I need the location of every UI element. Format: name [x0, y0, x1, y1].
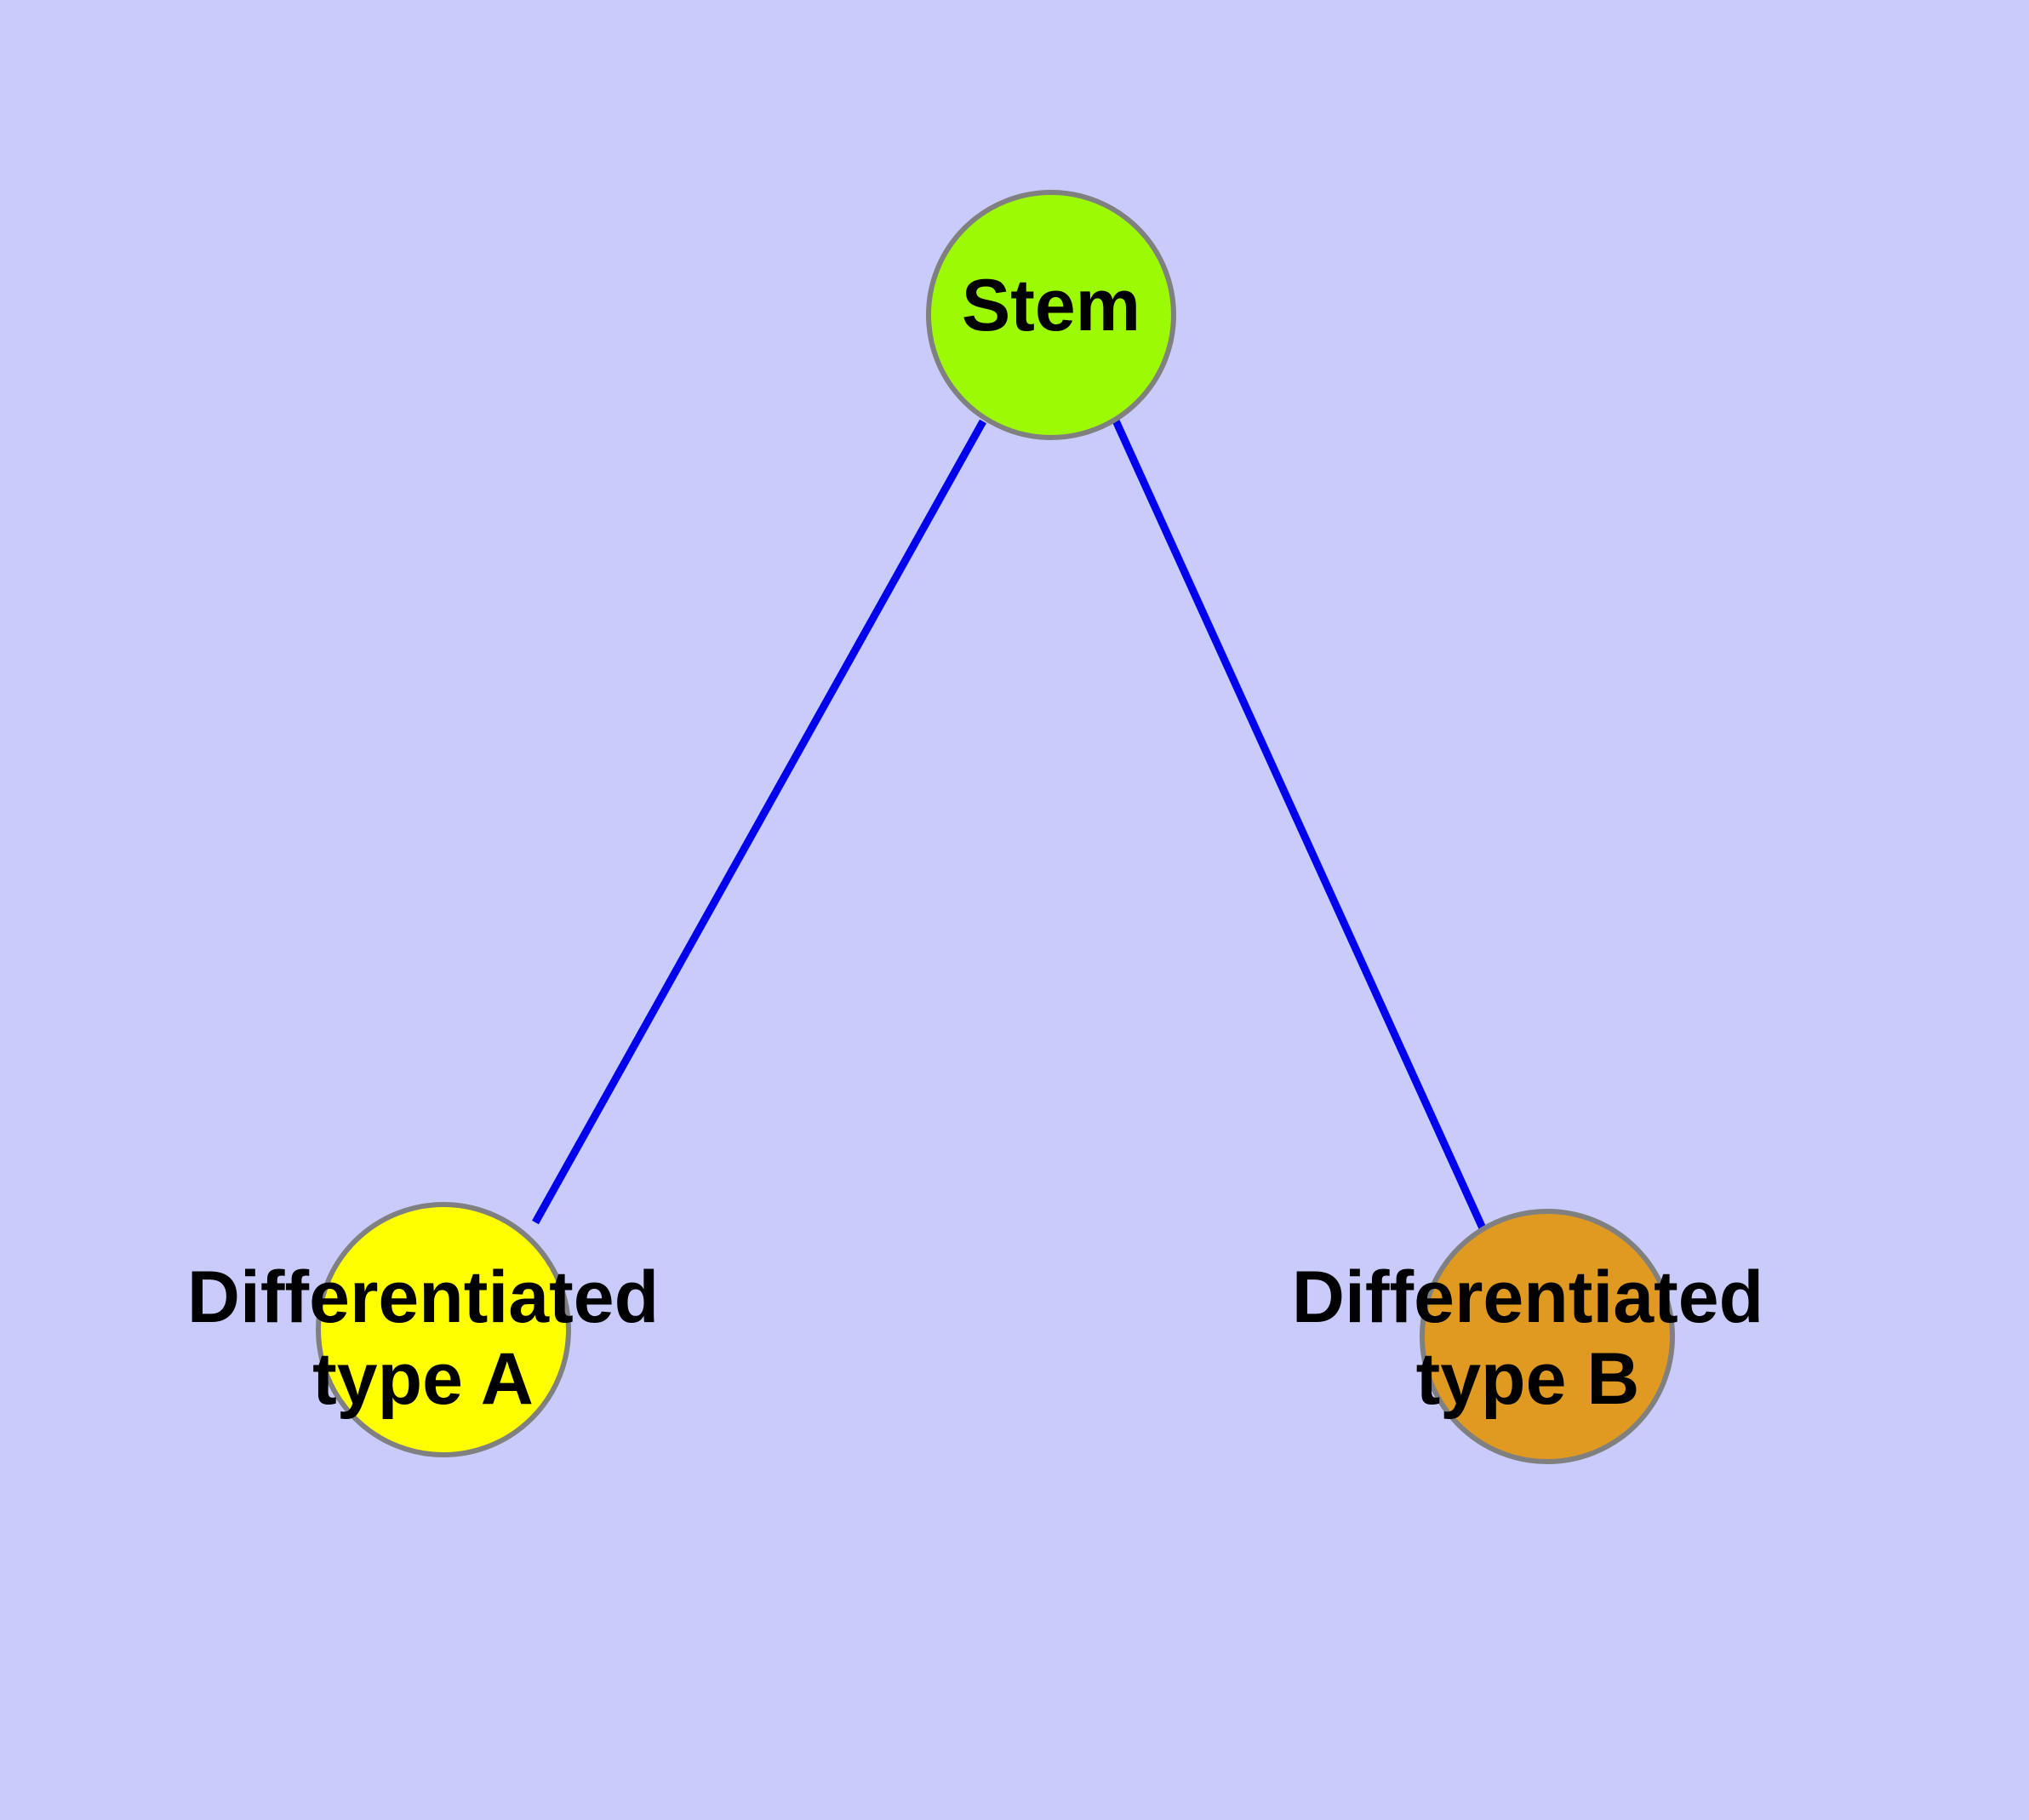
- node-differentiated-type-b[interactable]: [1420, 1209, 1675, 1464]
- node-stem[interactable]: [926, 190, 1176, 440]
- edge-stem-to-differentiated-type-a: [532, 419, 986, 1225]
- edge-stem-to-differentiated-type-b: [1111, 417, 1488, 1232]
- node-differentiated-type-a[interactable]: [316, 1202, 571, 1457]
